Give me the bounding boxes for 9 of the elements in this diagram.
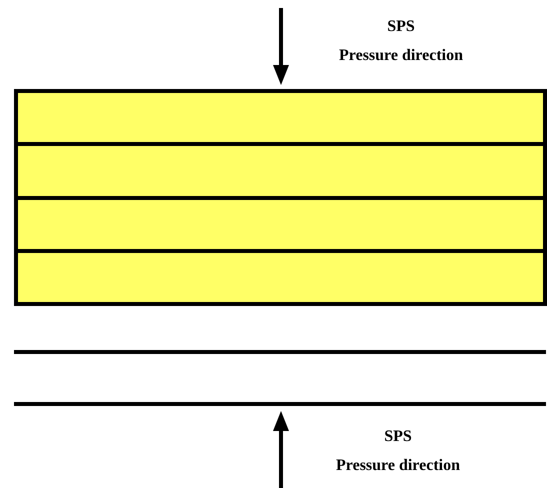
direction-label: Pressure direction — [339, 48, 463, 64]
layer — [18, 200, 543, 249]
layer — [18, 146, 543, 196]
layer-stack — [14, 89, 547, 306]
layer — [18, 93, 543, 142]
direction-label: SPS — [387, 19, 415, 35]
layer — [18, 252, 543, 302]
direction-label: SPS — [384, 429, 412, 445]
direction-label: Pressure direction — [336, 458, 460, 474]
